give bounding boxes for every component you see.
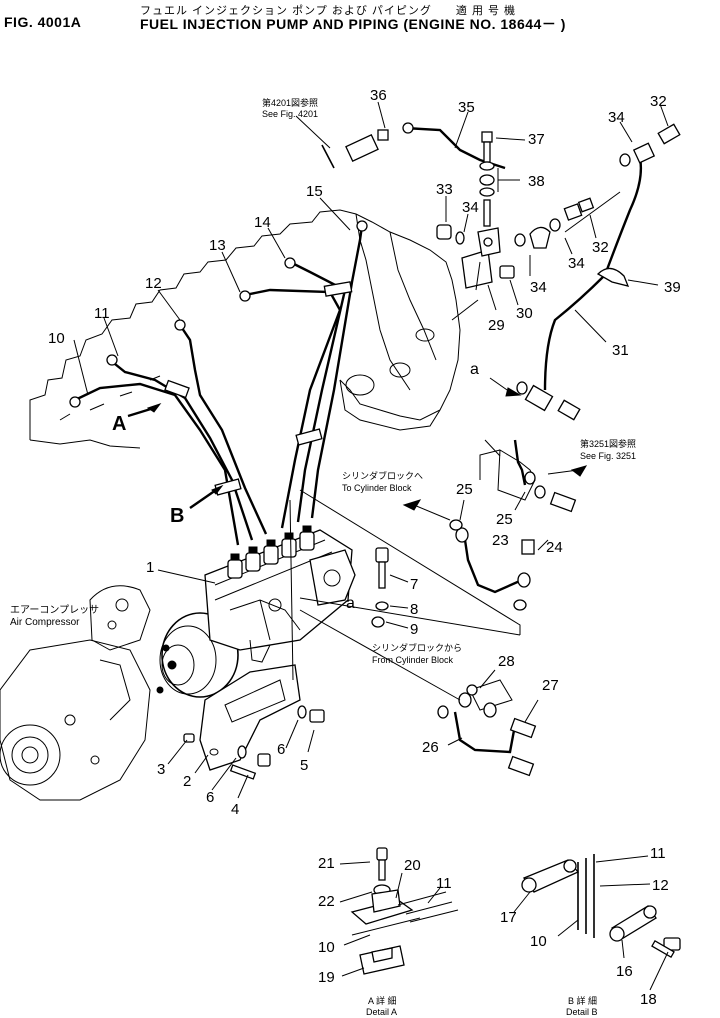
part-number-31: 31 (612, 342, 629, 359)
pump-drive-coupling (156, 612, 239, 698)
part-number-34b: 34 (530, 279, 547, 296)
part-number-39: 39 (664, 279, 681, 296)
part-number-34c: 34 (568, 255, 585, 272)
air-compressor (0, 585, 151, 801)
detail-b-part-12: 12 (652, 877, 669, 894)
part-number-4: 4 (231, 801, 239, 818)
part-number-32b: 32 (650, 93, 667, 110)
ref-fig4201-jp: 第4201図参照 (262, 97, 318, 108)
part-number-7: 7 (410, 576, 418, 593)
detail-a-label: Detail A (366, 1007, 397, 1017)
detail-a-jp: A 詳 細 (368, 995, 397, 1006)
from-cylinder-block-jp: シリンダブロックから (372, 642, 462, 653)
part-number-9: 9 (410, 621, 418, 638)
part-number-34d: 34 (608, 109, 625, 126)
pump-bracket (199, 664, 301, 771)
injection-pump (204, 525, 356, 663)
detail-b-jp: B 詳 細 (568, 995, 597, 1006)
ref-fig4201: See Fig. 4201 (262, 109, 318, 119)
reference-arrows (127, 115, 588, 521)
part-number-15: 15 (306, 183, 323, 200)
to-cylinder-block: To Cylinder Block (342, 483, 412, 493)
part-number-10: 10 (48, 330, 65, 347)
cylinder-block-pipes (437, 439, 577, 777)
return-piping (321, 122, 681, 421)
callout-a-lower-2: a (346, 595, 355, 612)
ref-fig3251: See Fig. 3251 (580, 451, 636, 461)
part-number-6b: 6 (277, 741, 285, 758)
japanese-title: フュエル インジェクション ポンプ および パイピング 適 用 号 機 (140, 5, 517, 17)
part-number-25a: 25 (456, 481, 473, 498)
part-number-23: 23 (492, 532, 509, 549)
part-number-2: 2 (183, 773, 191, 790)
part-number-5: 5 (300, 757, 308, 774)
part-number-24: 24 (546, 539, 563, 556)
part-number-29: 29 (488, 317, 505, 334)
part-number-37: 37 (528, 131, 545, 148)
leader-lines (73, 101, 669, 799)
from-cylinder-block: From Cylinder Block (372, 655, 454, 665)
injection-lines (69, 220, 368, 546)
detail-b-part-17: 17 (500, 909, 517, 926)
callout-a-lower-1: a (470, 361, 479, 378)
part-number-3: 3 (157, 761, 165, 778)
air-compressor-label: Air Compressor (10, 617, 80, 628)
ref-fig3251-jp: 第3251図参照 (580, 438, 636, 449)
detail-a-view (339, 847, 459, 977)
callout-a: A (112, 413, 126, 435)
part-number-27: 27 (542, 677, 559, 694)
part-number-35: 35 (458, 99, 475, 116)
part-number-34a: 34 (462, 199, 479, 216)
detail-a-part-10: 10 (318, 939, 335, 956)
air-compressor-jp-label: エアーコンプレッサ (10, 604, 99, 616)
detail-a-part-11: 11 (436, 875, 452, 892)
part-number-11: 11 (94, 305, 110, 322)
part-number-13: 13 (209, 237, 226, 254)
part-number-32a: 32 (592, 239, 609, 256)
detail-b-part-10: 10 (530, 933, 547, 950)
callout-b: B (170, 505, 184, 527)
detail-b-part-11: 11 (650, 845, 666, 862)
part-number-8: 8 (410, 601, 418, 618)
detail-b-part-18: 18 (640, 991, 657, 1008)
part-number-25b: 25 (496, 511, 513, 528)
pump-fasteners (183, 547, 389, 780)
part-number-1: 1 (146, 559, 154, 576)
part-number-36: 36 (370, 87, 387, 104)
figure-title: FUEL INJECTION PUMP AND PIPING (ENGINE N… (140, 16, 566, 32)
part-number-14: 14 (254, 214, 271, 231)
figure-number: FIG. 4001A (4, 14, 82, 30)
detail-a-part-20: 20 (404, 857, 421, 874)
detail-a-part-21: 21 (318, 855, 335, 872)
detail-a-part-22: 22 (318, 893, 335, 910)
to-cylinder-block-jp: シリンダブロックへ (342, 470, 423, 481)
part-number-28: 28 (498, 653, 515, 670)
part-number-6a: 6 (206, 789, 214, 806)
detail-b-view (513, 854, 681, 991)
part-number-33: 33 (436, 181, 453, 198)
detail-b-part-16: 16 (616, 963, 633, 980)
engine-block-outline (29, 209, 461, 449)
part-number-30: 30 (516, 305, 533, 322)
part-number-12: 12 (145, 275, 162, 292)
part-number-26: 26 (422, 739, 439, 756)
detail-b-label: Detail B (566, 1007, 598, 1017)
part-number-38: 38 (528, 173, 545, 190)
detail-a-part-19: 19 (318, 969, 335, 986)
